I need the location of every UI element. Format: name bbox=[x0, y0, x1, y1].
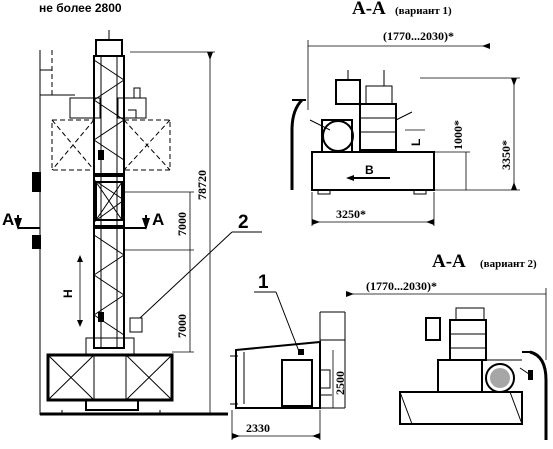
hoist-tower bbox=[32, 30, 228, 416]
svg-text:3250*: 3250* bbox=[336, 207, 366, 221]
section-v2-variant: (вариант 2) bbox=[480, 258, 537, 270]
svg-text:78720: 78720 bbox=[195, 170, 209, 200]
range-v1: (1770...2030)* bbox=[383, 29, 454, 43]
svg-text:Н: Н bbox=[61, 289, 75, 298]
callout-2: 2 bbox=[139, 212, 262, 319]
svg-text:7000: 7000 bbox=[175, 314, 189, 338]
section-v1-title: А-А bbox=[352, 0, 386, 19]
svg-text:7000: 7000 bbox=[175, 212, 189, 236]
svg-text:1: 1 bbox=[258, 272, 269, 293]
section-v2-title: А-А bbox=[432, 251, 466, 272]
svg-text:2330: 2330 bbox=[246, 421, 270, 435]
svg-text:А: А bbox=[2, 210, 14, 229]
svg-text:2500: 2500 bbox=[333, 371, 347, 395]
svg-text:3350*: 3350* bbox=[499, 140, 513, 170]
section-v1-drawing: L В 1000* 3350* 3250* bbox=[290, 40, 520, 226]
container-1 bbox=[230, 311, 346, 409]
svg-text:А: А bbox=[152, 210, 164, 229]
callout-1: 1 bbox=[254, 272, 301, 355]
section-a-marker-left: А bbox=[2, 210, 40, 230]
dim-78720: 78720 bbox=[130, 51, 215, 414]
range-v2: (1770...2030)* bbox=[366, 279, 437, 293]
top-note: не более 2800 bbox=[39, 1, 122, 15]
dim-2500: 2500 bbox=[332, 350, 347, 408]
dim-2330: 2330 bbox=[231, 410, 321, 440]
svg-text:В: В bbox=[365, 163, 374, 177]
section-v2-drawing bbox=[346, 288, 548, 440]
dim-7000-upper: 7000 bbox=[124, 191, 194, 251]
dim-h: Н bbox=[61, 255, 83, 327]
svg-text:L: L bbox=[409, 139, 423, 146]
dim-7000-lower: 7000 bbox=[172, 250, 194, 353]
svg-text:1000*: 1000* bbox=[451, 120, 465, 150]
section-a-marker-right: А bbox=[124, 210, 164, 230]
svg-text:2: 2 bbox=[238, 212, 249, 233]
section-v1-variant: (вариант 1) bbox=[395, 5, 452, 17]
